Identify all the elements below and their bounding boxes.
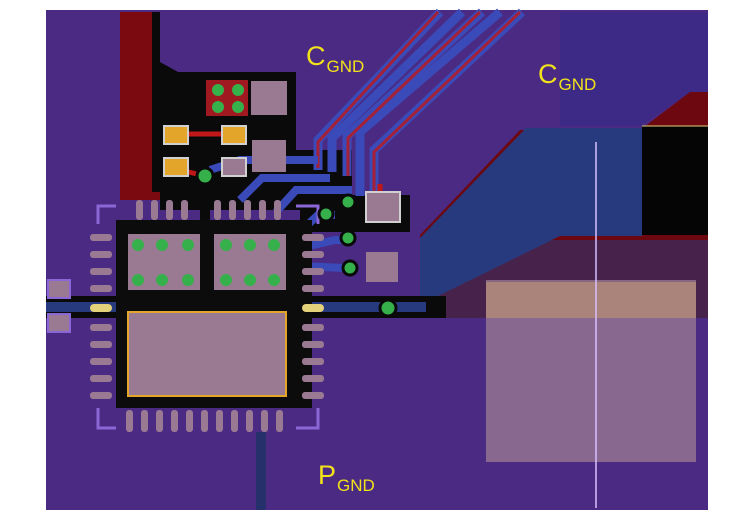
chip-pins-left <box>90 234 112 399</box>
component-right-pad-2 <box>366 252 398 282</box>
chip-pins-top <box>136 200 281 220</box>
chip-pins-right <box>302 234 324 399</box>
net-label-cgnd-right-sub: GND <box>558 75 597 94</box>
large-power-pad <box>486 280 696 462</box>
component-4via-vias <box>212 84 244 113</box>
net-label-cgnd-top-sub: GND <box>326 57 365 76</box>
pour-gap-black <box>642 126 708 235</box>
net-label-pgnd-bottom-main: P <box>318 460 337 490</box>
bottom-trace <box>256 432 266 510</box>
cap-pad-1 <box>163 125 189 145</box>
net-label-pgnd-bottom-sub: GND <box>337 476 375 495</box>
chip-vias <box>132 239 280 286</box>
chip-exposed-pad <box>127 311 287 397</box>
dark-component-area <box>152 12 410 232</box>
cap-pad-3 <box>221 125 247 145</box>
pour-gap-black-2 <box>560 12 708 126</box>
chip-pin-right-gold <box>302 304 324 312</box>
chip-pin-left-gold <box>90 304 112 312</box>
top-copper-left-strip <box>120 12 180 200</box>
component-right-pad <box>365 191 401 223</box>
cap-pad-2 <box>163 157 189 177</box>
component-pad-a <box>251 81 287 115</box>
net-label-cgnd-right-main: C <box>538 59 558 89</box>
chip-pins-bottom <box>126 410 283 432</box>
pin-traces <box>208 156 352 272</box>
net-label-cgnd-right: CGND <box>538 59 597 94</box>
cap-pad-4 <box>221 157 247 177</box>
edge-pad-top <box>47 279 71 299</box>
net-label-cgnd-top-main: C <box>306 41 326 71</box>
net-label-cgnd-top: CGND <box>306 41 365 76</box>
edge-pad-bottom <box>47 313 71 333</box>
signal-vias <box>195 166 398 318</box>
net-label-pgnd-bottom: PGND <box>318 460 375 495</box>
component-pad-b <box>252 140 286 172</box>
chip-silkscreen <box>96 204 320 430</box>
